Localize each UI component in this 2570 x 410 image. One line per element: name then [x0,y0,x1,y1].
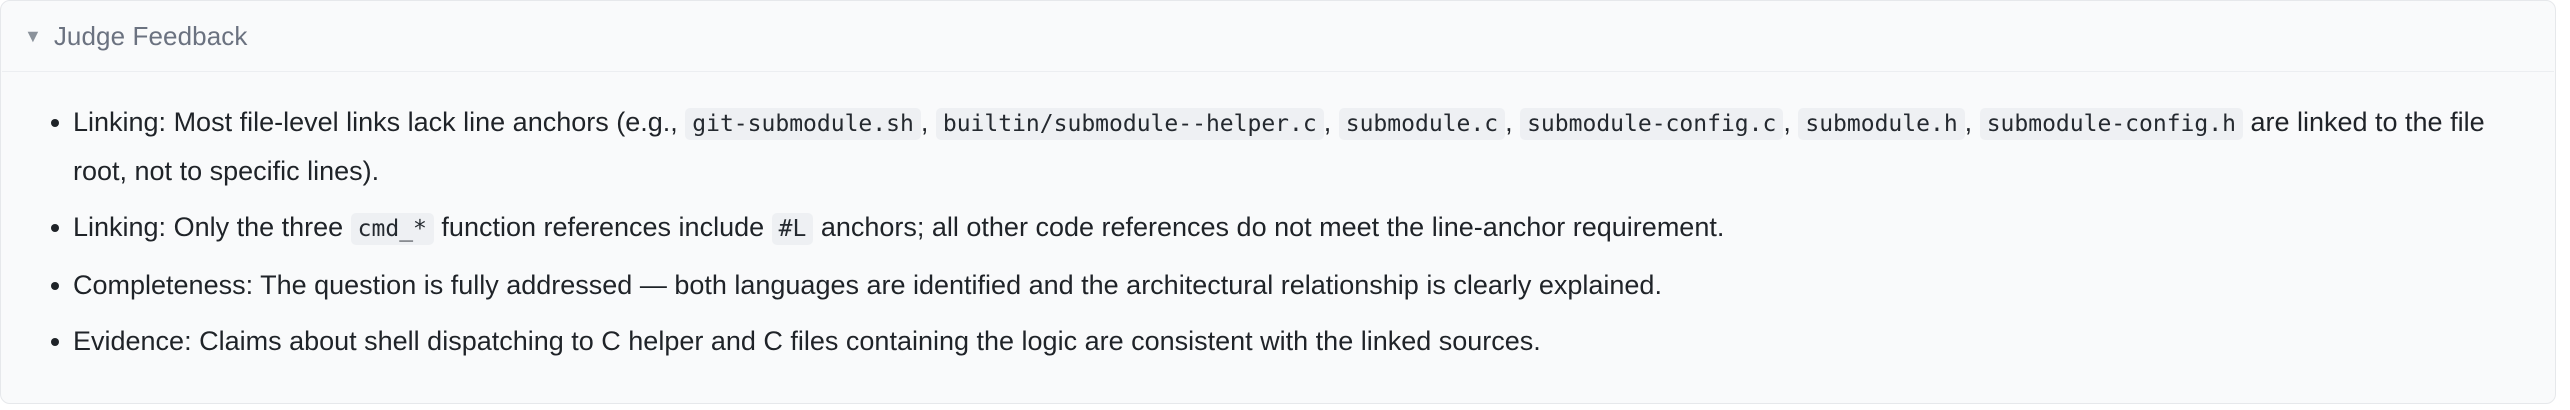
code-cmd-star: cmd_* [350,213,434,245]
panel-title: Judge Feedback [53,21,248,51]
code-submodule-h: submodule.h [1798,108,1965,140]
feedback-text: Linking: Only the three [73,212,351,242]
separator: , [1505,107,1521,137]
feedback-text: are linked to the file root, not to spec… [73,107,2485,186]
feedback-text: anchors; all other code references do no… [813,212,1725,242]
code-git-submodule-sh: git-submodule.sh [685,108,921,140]
separator: , [1323,107,1339,137]
feedback-text: Linking: Most file-level links lack line… [73,107,686,137]
judge-feedback-toggle[interactable]: ▼ Judge Feedback [2,2,2554,72]
code-submodule-config-c: submodule-config.c [1520,108,1784,140]
feedback-item-linking-cmd: Linking: Only the three cmd_* function r… [51,204,2515,253]
feedback-text: Evidence: Claims about shell dispatching… [73,326,1541,356]
separator: , [1783,107,1799,137]
feedback-item-completeness: Completeness: The question is fully addr… [51,262,2515,309]
code-submodule-helper-c: builtin/submodule--helper.c [935,108,1324,140]
feedback-item-evidence: Evidence: Claims about shell dispatching… [51,318,2515,365]
feedback-content: Linking: Most file-level links lack line… [1,99,2515,374]
code-submodule-config-h: submodule-config.h [1979,108,2243,140]
code-hash-l: #L [771,213,814,245]
caret-down-icon: ▼ [24,25,42,46]
separator: , [920,107,936,137]
judge-feedback-panel: ▼ Judge Feedback Linking: Most file-leve… [0,0,2556,404]
feedback-item-linking-anchors: Linking: Most file-level links lack line… [51,99,2515,195]
separator: , [1964,107,1980,137]
feedback-text: function references include [433,212,772,242]
feedback-text: Completeness: The question is fully addr… [73,270,1662,300]
feedback-list: Linking: Most file-level links lack line… [1,99,2515,365]
code-submodule-c: submodule.c [1338,108,1506,140]
